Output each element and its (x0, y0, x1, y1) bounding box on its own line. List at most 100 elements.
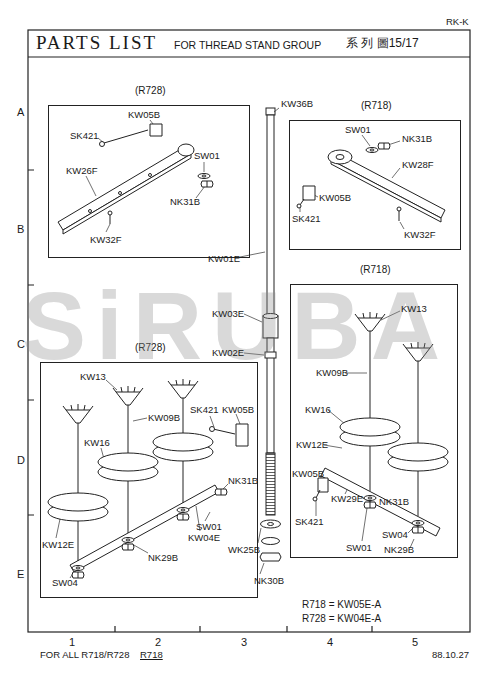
arm-plate-r728 (198, 174, 210, 179)
part-number: KW03E (212, 309, 244, 319)
page-frame (28, 56, 470, 57)
center-stand (262, 538, 280, 545)
part-number: SW01 (194, 151, 220, 161)
part-number: SW04 (52, 578, 78, 588)
page-frame (28, 170, 372, 632)
part-number: KW13 (80, 372, 106, 382)
part-number: KW26F (66, 166, 98, 176)
spool-stand-r728 (210, 427, 215, 432)
spool-stand-r718 (313, 497, 317, 501)
part-number: KW16 (305, 405, 331, 415)
sheet-number: 系 列 圖15/17 (346, 37, 419, 49)
sheet-subtitle: FOR THREAD STAND GROUP (174, 40, 321, 51)
spool-stand-r718 (316, 490, 320, 498)
arm-plate-r718 (366, 148, 378, 153)
arm-plate-r728 (178, 144, 194, 156)
arm-plate-r728 (119, 192, 122, 195)
part-number: KW28F (402, 160, 434, 170)
watermark: SiRUBA (22, 278, 450, 374)
arm-plate-r728 (63, 154, 191, 234)
part-number: SK421 (295, 517, 324, 527)
spool-stand-r728 (177, 514, 189, 520)
part-number: KW05B (319, 193, 351, 203)
center-stand (261, 520, 281, 528)
arm-plate-r728 (149, 174, 152, 177)
arm-plate-r718 (378, 143, 390, 149)
footer-date: 88.10.27 (432, 650, 469, 660)
model-heading: (R718) (360, 265, 391, 275)
part-number: SW01 (196, 522, 222, 532)
arm-plate-r728 (150, 124, 162, 136)
spool-stand-r728 (236, 424, 248, 446)
part-number: SK421 (70, 131, 99, 141)
part-number: KW36B (281, 99, 313, 109)
arm-plate-r718 (399, 210, 400, 221)
spool-stand-r718 (321, 468, 440, 536)
part-number: NK31B (402, 134, 432, 144)
arm-plate-r728 (100, 142, 105, 147)
arm-plate-r728 (58, 124, 213, 234)
spool-stand-r728 (122, 544, 134, 550)
part-number: SK421 (292, 214, 321, 224)
spool-stand-r728 (48, 493, 108, 511)
center-stand (268, 523, 274, 526)
model-group-frame: (R728) (40, 362, 258, 598)
part-number: KW09B (316, 368, 348, 378)
arm-plate-r718 (331, 160, 441, 222)
arm-plate-r718 (328, 150, 352, 164)
part-number: KW29E (331, 494, 363, 504)
spool-stand-r728 (213, 429, 235, 434)
grid-number: 2 (155, 637, 161, 648)
arm-plate-r728 (201, 181, 213, 187)
spool-stand-r718 (364, 496, 376, 501)
part-number: KW13 (401, 304, 427, 314)
spool-stand-r718 (412, 527, 424, 533)
part-number: NK29B (384, 545, 414, 555)
leader-line (56, 380, 240, 578)
spool-stand-r728 (215, 489, 227, 495)
spool-stand-r728 (153, 433, 213, 451)
center-stand (266, 108, 275, 115)
grid-number: 1 (69, 637, 75, 648)
spool-stand-r728 (113, 386, 143, 405)
model-heading: (R718) (361, 101, 392, 111)
spool-stand-r718 (340, 418, 400, 436)
spool-stand-r728 (78, 395, 183, 561)
part-number: SW04 (382, 530, 408, 540)
part-number: SK421 (190, 405, 219, 415)
spool-stand-r728 (122, 538, 134, 543)
part-number: SW01 (346, 543, 372, 553)
grid-letter: E (17, 569, 24, 580)
spool-stand-r718 (412, 521, 424, 526)
center-stand (266, 453, 275, 515)
model-heading: (R728) (135, 86, 166, 96)
sheet-title: PARTS LIST (36, 33, 157, 52)
part-number: KW02E (212, 348, 244, 358)
arm-plate-r718 (303, 186, 315, 200)
arm-plate-r728 (58, 146, 191, 230)
spool-stand-r728 (177, 508, 189, 513)
model-note: R728 = KW04E-A (302, 614, 381, 624)
spool-stand-r728 (72, 566, 84, 571)
spool-stand-r728 (98, 453, 158, 471)
part-number: NK31B (379, 497, 409, 507)
footer-model: R718 (140, 650, 163, 660)
model-group-frame: (R728) (48, 105, 250, 258)
part-number: KW16 (84, 438, 110, 448)
arm-plate-r728 (104, 130, 148, 143)
part-number: KW05B (292, 469, 324, 479)
part-number: KW12E (42, 540, 74, 550)
part-number: NK31B (170, 197, 200, 207)
grid-letter: B (17, 224, 24, 235)
part-number: NK31B (228, 476, 258, 486)
grid-number: 5 (412, 637, 418, 648)
part-number: KW32F (404, 230, 436, 240)
part-number: KW05B (128, 110, 160, 120)
part-number: NK30B (254, 576, 284, 586)
spool-stand-r728 (168, 379, 198, 398)
part-number: KW05B (222, 405, 254, 415)
grid-letter: D (17, 455, 25, 466)
arm-plate-r718 (397, 207, 401, 211)
arm-plate-r718 (297, 204, 301, 208)
spool-stand-r728 (63, 404, 93, 423)
